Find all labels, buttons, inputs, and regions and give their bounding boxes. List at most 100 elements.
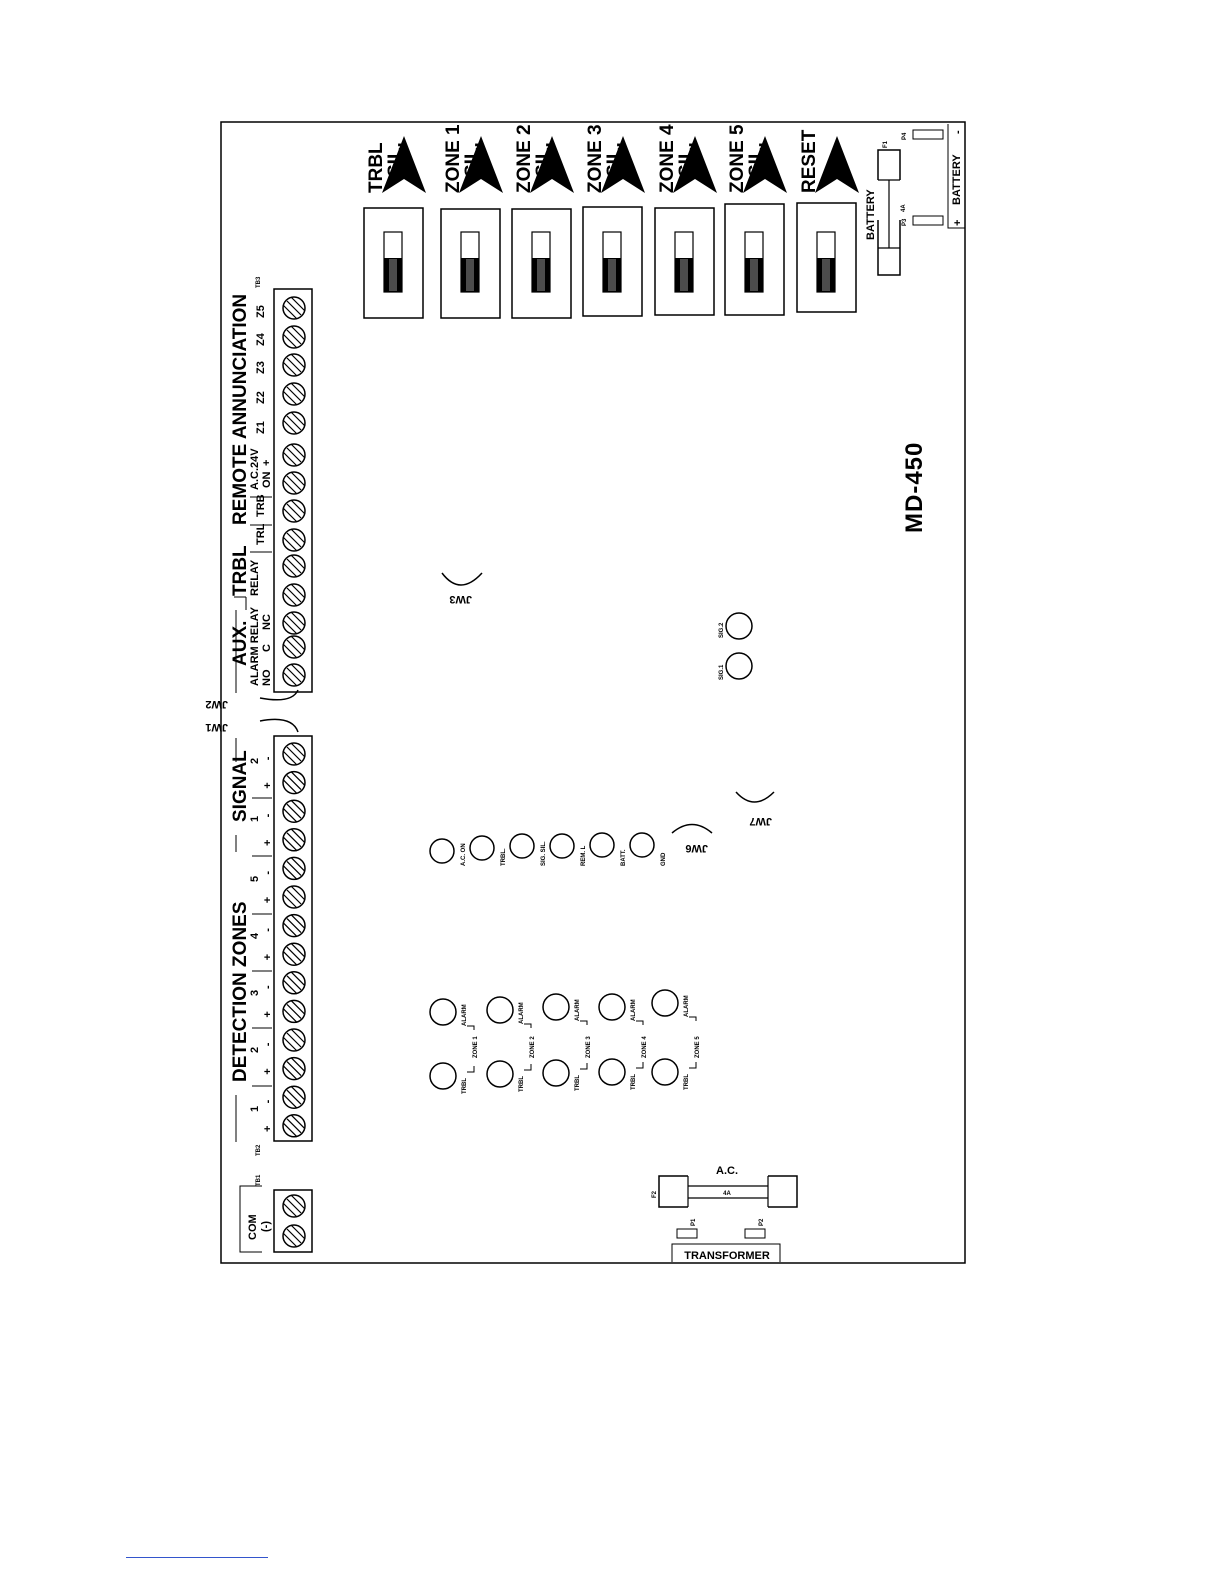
zone-4-leds: ALARM TRBL ZONE 4 (598, 993, 648, 1090)
switch-label-line2: SIL. (533, 142, 554, 177)
switch-knob[interactable] (461, 258, 479, 292)
switch-knob[interactable] (384, 258, 402, 292)
tb2-screw (282, 971, 306, 995)
tb2-screw (282, 1085, 306, 1109)
jw7-label: JW7 (749, 815, 772, 827)
arrow-up-icon (815, 136, 859, 193)
remote-annunciation-title: REMOTE ANNUNCIATION (230, 294, 251, 525)
battery-pin-plus-label: P3 (902, 218, 908, 226)
remote-col-sublabel: + (261, 460, 273, 466)
zone-number: 3 (249, 990, 261, 996)
alarm-led-label: ALARM (631, 999, 637, 1021)
remote-col-label: Z1 (255, 421, 267, 434)
tb3-screw (282, 554, 306, 578)
aux-contact-label: C (261, 644, 273, 652)
tb2-screw (282, 799, 306, 823)
switch-knob[interactable] (603, 258, 621, 292)
switch-housing (440, 208, 501, 319)
tb3-screw (282, 382, 306, 406)
signal-led (725, 652, 753, 680)
jw6-jumper (671, 823, 713, 834)
switch-knob[interactable] (745, 258, 763, 292)
remote-col-label: Z2 (255, 391, 267, 404)
jw6-label: JW6 (685, 842, 708, 854)
ac-pin-2-label: P2 (759, 1218, 765, 1226)
alarm-led-label: ALARM (575, 999, 581, 1021)
aux-sub: ALARM RELAY (249, 606, 261, 686)
tb1-block (273, 1189, 313, 1253)
tb2-polarities: +-+-+-+-+-+-+- (262, 756, 274, 1132)
transformer-label: TRANSFORMER (684, 1250, 770, 1262)
switch-7[interactable]: RESET (796, 129, 859, 313)
remote-col-label: Z3 (255, 361, 267, 374)
tb2-screw (282, 942, 306, 966)
zone-led-label: ZONE 5 (695, 1036, 701, 1058)
model-label: MD-450 (901, 442, 928, 533)
alarm-led (542, 993, 570, 1021)
arrow-up-icon (601, 136, 645, 193)
tb3-screw (282, 528, 306, 552)
ac-pin-2 (744, 1228, 766, 1239)
alarm-led-label: ALARM (462, 1004, 468, 1026)
alarm-led (651, 989, 679, 1017)
status-led (469, 835, 495, 861)
battery-pin-minus-label: P4 (902, 132, 908, 140)
tb1-screw (282, 1194, 306, 1218)
tb2-screw (282, 828, 306, 852)
switch-knob[interactable] (675, 258, 693, 292)
tb2-screw (282, 913, 306, 938)
tb2-screws (282, 742, 306, 1138)
tb2-ref: TB2 (256, 1144, 262, 1156)
zone-led-label: ZONE 4 (642, 1036, 648, 1058)
remote-col-label: TRL (255, 523, 267, 545)
trouble-led-label: TRBL (575, 1075, 581, 1091)
alarm-led-label: ALARM (519, 1002, 525, 1024)
alarm-led (598, 993, 626, 1021)
trouble-led-label: TRBL (519, 1076, 525, 1092)
zone-3-leds: ALARM TRBL ZONE 3 (542, 993, 592, 1091)
switch-label-line1: ZONE 2 (514, 124, 535, 193)
polarity-mark: + (262, 840, 274, 846)
switch-label-line1: ZONE 5 (727, 124, 748, 193)
trouble-led (542, 1059, 570, 1087)
status-led (589, 832, 615, 858)
polarity-mark: - (262, 928, 274, 932)
tb3-block (273, 288, 313, 693)
detection-zones-title: DETECTION ZONES (230, 901, 251, 1082)
aux-contact-label: NO (261, 669, 273, 686)
switch-knob[interactable] (817, 258, 835, 292)
jw3-jumper (441, 572, 483, 586)
jw1-jumper (259, 718, 299, 733)
status-led-label: TRBL. (501, 848, 507, 866)
remote-col-sublabel: ON (261, 471, 273, 488)
signal-title: SIGNAL (230, 750, 251, 822)
polarity-mark: + (262, 1126, 274, 1132)
switch-knob[interactable] (532, 258, 550, 292)
remote-col-label: Z4 (255, 332, 267, 346)
tb3-screw (282, 325, 306, 349)
remote-col-label: A.C. (249, 468, 261, 490)
zone-led-label: ZONE 3 (586, 1036, 592, 1058)
trouble-led-label: TRBL (631, 1074, 637, 1090)
jw2-jumper (259, 689, 299, 701)
zone-number: 5 (249, 876, 261, 882)
status-led-label: A.C. ON (461, 843, 467, 866)
tb3-screw (282, 353, 306, 377)
tb2-block (273, 735, 313, 1142)
remote-col-label: Z5 (255, 305, 267, 318)
arrow-up-icon (382, 136, 426, 193)
polarity-mark: + (262, 897, 274, 903)
tb2-screw (282, 770, 306, 795)
tb2-screw (282, 1056, 306, 1081)
tb3-labels: AUX. ALARM RELAY TRBL RELAY REMOTE ANNUN… (230, 294, 261, 693)
